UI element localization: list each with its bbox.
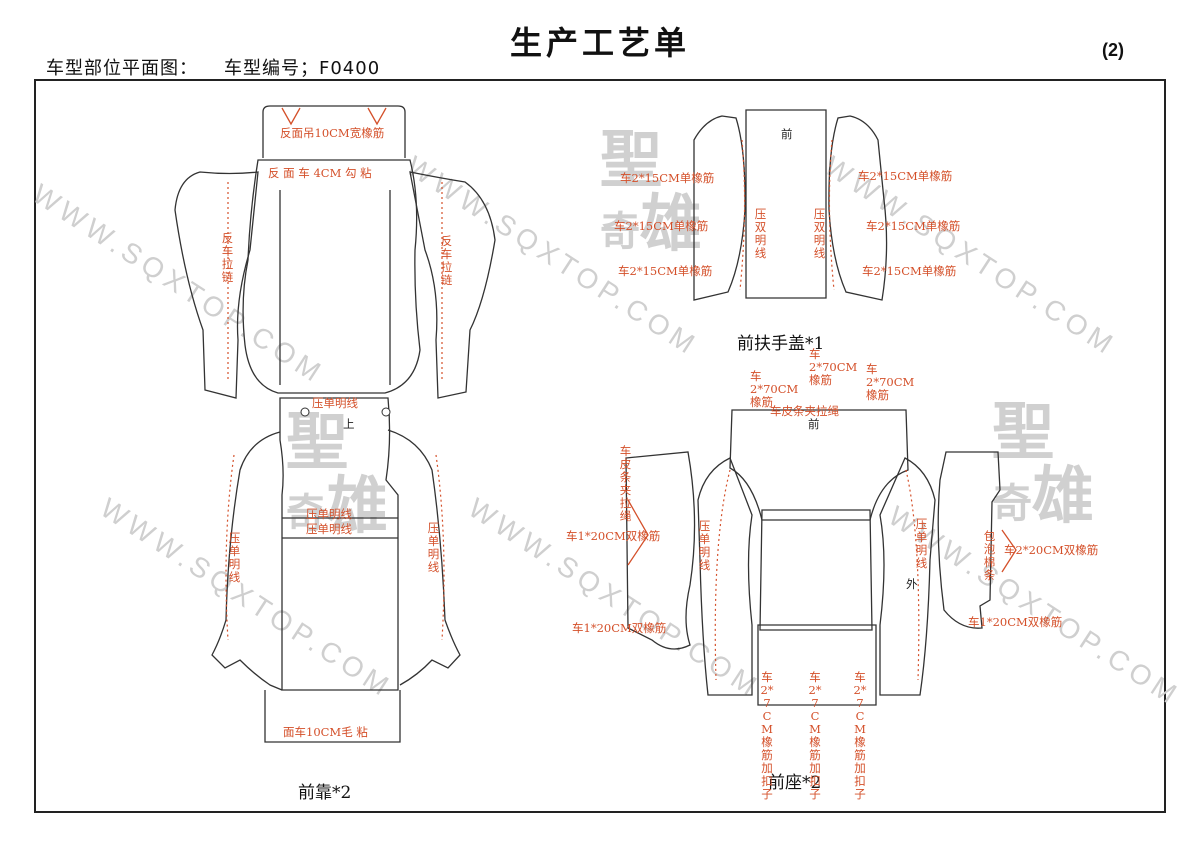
header-labels: 车型部位平面图： 车型编号；F0400 xyxy=(46,54,380,80)
note: 压双明线 xyxy=(813,207,826,260)
note: 车1*20CM双橡筋 xyxy=(566,529,661,543)
seat-center xyxy=(759,509,873,631)
page-number: (2) xyxy=(1102,40,1124,60)
note: 压单明线 xyxy=(306,507,352,521)
note: 车2*7CM橡筋加扣子 xyxy=(760,670,774,801)
seat-bottom xyxy=(757,624,877,706)
note: 外 xyxy=(906,577,918,591)
back-bottom-flap xyxy=(264,690,401,743)
note: 车1*20CM双橡筋 xyxy=(572,621,667,635)
watermark-logo: 聖奇雄 xyxy=(600,123,703,260)
note: 压单明线 xyxy=(427,521,440,574)
note: 压单明线 xyxy=(228,531,241,584)
back-lower-wing-left xyxy=(211,431,283,691)
back-wing-right xyxy=(409,171,496,399)
note: 反车拉链 xyxy=(221,231,234,284)
note: 压单明线 xyxy=(312,396,358,410)
seat-wing-left xyxy=(697,457,753,696)
note: 车2*15CM单橡筋 xyxy=(614,219,709,233)
back-upper-body xyxy=(242,159,421,394)
armrest-center xyxy=(745,109,827,299)
note: 车2*15CM单橡筋 xyxy=(866,219,961,233)
note: 车1*20CM双橡筋 xyxy=(968,615,1063,629)
note: 压单明线 xyxy=(306,522,352,536)
page-title: 生产工艺单 xyxy=(509,24,690,62)
back-lower-center xyxy=(279,397,399,691)
note: 车2*7CM橡筋加扣子 xyxy=(808,670,822,801)
watermark-logo: 聖奇雄 xyxy=(286,405,389,542)
note: 包泡棉条 xyxy=(983,529,996,582)
note: 车2*15CM单橡筋 xyxy=(618,264,713,278)
note: 车2*70CM橡筋 xyxy=(866,362,915,402)
note: 压单明线 xyxy=(698,519,711,572)
note: 前 xyxy=(781,127,793,141)
note: 上 xyxy=(343,417,355,431)
seat-wing-right xyxy=(879,457,936,696)
part-front-armrest: 前扶手盖*1 xyxy=(737,334,825,354)
note: 压双明线 xyxy=(754,207,767,260)
drawing-frame xyxy=(34,79,1166,813)
part-front-seat: 前座*2 xyxy=(768,773,822,793)
note: 面车10CM毛 粘 xyxy=(283,725,368,739)
back-lower-wing-right xyxy=(387,429,461,686)
part-front-back: 前靠*2 xyxy=(298,783,352,803)
seat-side-right xyxy=(937,451,1001,629)
note: 反面吊10CM宽橡筋 xyxy=(280,126,385,140)
note: 反车拉链 xyxy=(440,234,453,287)
note: 车2*15CM单橡筋 xyxy=(620,171,715,185)
note: 压单明线 xyxy=(915,517,928,570)
armrest-right xyxy=(828,115,888,301)
note: 车皮条夹拉绳 xyxy=(770,404,839,418)
note: 车2*15CM单橡筋 xyxy=(858,169,953,183)
model-number: 车型编号；F0400 xyxy=(224,58,381,79)
back-top-flap xyxy=(262,105,406,158)
note: 前 xyxy=(808,417,820,431)
note: 车2*7CM橡筋加扣子 xyxy=(853,670,867,801)
note: 车2*70CM橡筋 xyxy=(809,347,858,387)
note: 车2*20CM双橡筋 xyxy=(1004,543,1099,557)
watermark-logo: 聖奇雄 xyxy=(992,395,1095,532)
diagram-label: 车型部位平面图： xyxy=(46,58,198,79)
seat-side-left xyxy=(625,451,696,650)
note: 车2*70CM橡筋 xyxy=(750,369,799,409)
note: 车皮条夹拉绳 xyxy=(619,444,632,523)
back-wing-left xyxy=(174,171,259,399)
note: 反 面 车 4CM 勾 粘 xyxy=(268,166,372,180)
note: 车2*15CM单橡筋 xyxy=(862,264,957,278)
